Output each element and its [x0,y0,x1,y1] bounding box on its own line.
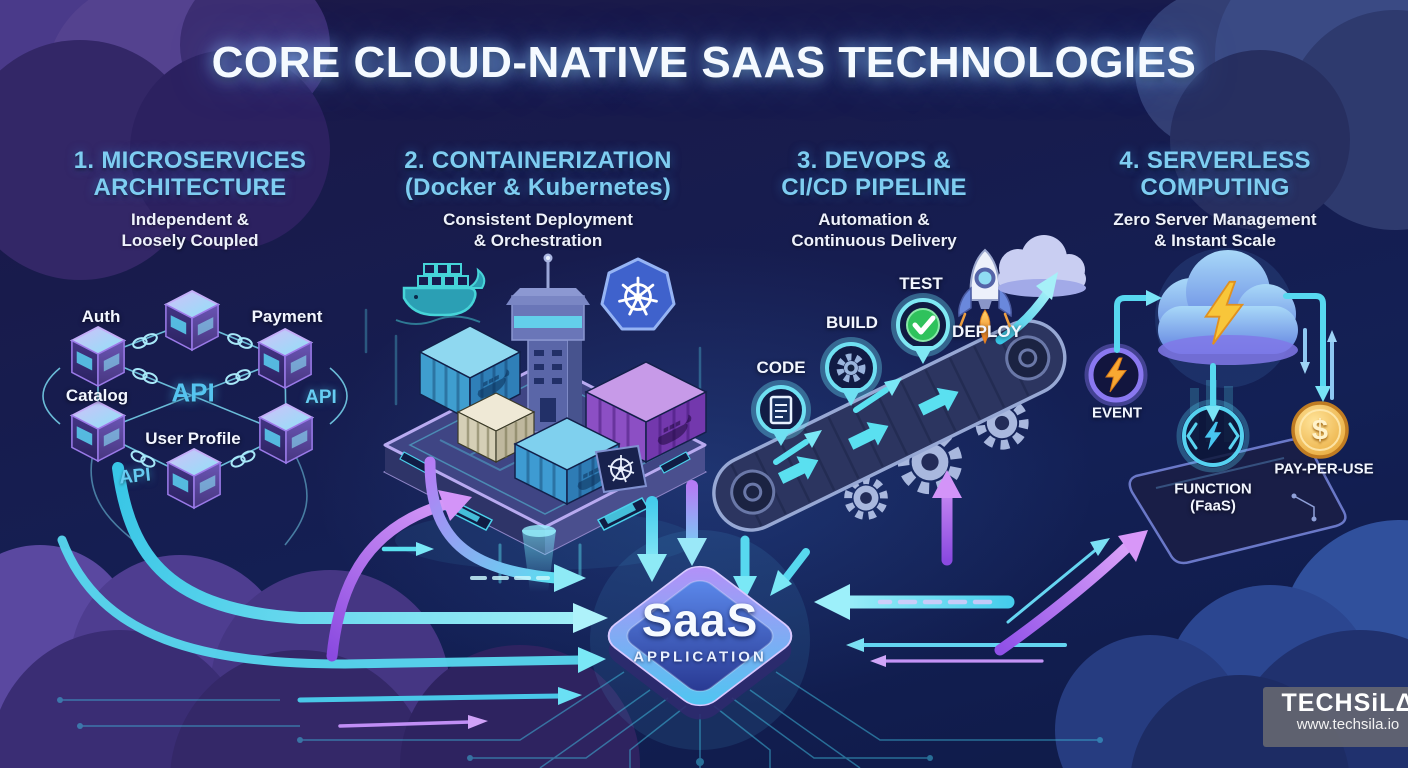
section-3-title-line2: CI/CD PIPELINE [781,173,967,201]
page-title: CORE CLOUD-NATIVE SAAS TECHNOLOGIES [211,38,1197,87]
conveyor-belt [712,319,1067,532]
serverless-cloud-icon [1158,250,1298,365]
section-2-header: 2. CONTAINERIZATION(Docker & Kubernetes)… [358,147,718,251]
code-stage-label: CODE [756,358,806,377]
shipping-container-blue-back [418,325,522,422]
section-2-subtitle-line1: Consistent Deployment [443,209,633,229]
section-3-subtitle-line2: Continuous Delivery [791,231,957,250]
decor-cloud-top-left [0,0,330,280]
section-1-title-line2: ARCHITECTURE [93,173,287,201]
section-4-subtitle-line1: Zero Server Management [1113,209,1317,229]
section-4-subtitle-line2: & Instant Scale [1154,231,1276,250]
event-label: EVENT [1091,404,1143,422]
section-2-subtitle-line2: & Orchestration [473,231,603,250]
brand-url: www.techsila.io [1296,716,1400,734]
flow-arrows [57,272,1337,729]
user-profile-service-label: User Profile [145,429,241,448]
microservices-graphic [42,290,348,553]
section-1-subtitle-line2: Loosely Coupled [121,231,259,250]
code-stage-pin [751,380,811,446]
api-bottom-label: API [118,464,152,489]
section-2-title-line2: (Docker & Kubernetes) [404,173,672,201]
test-stage-label: TEST [899,274,943,293]
section-1-title-line1: 1. MICROSERVICES [73,147,307,174]
docker-whale-icon [395,263,486,325]
pay-per-use-label: PAY-PER-USE [1274,460,1374,478]
function-label-line1: FUNCTION [1174,480,1252,498]
saas-diamond-shape [607,565,793,720]
build-gear-icon [836,353,866,383]
deploy-cloud-icon [998,235,1086,297]
saas-product-label: SaaS [641,594,759,646]
build-stage-label: BUILD [826,313,878,332]
function-label-line2: (FaaS) [1190,497,1236,515]
api-center-label: API [171,377,215,408]
section-4-title-line2: COMPUTING [1140,173,1290,201]
section-3-subtitle-line1: Automation & [818,209,930,229]
section-3-title-line1: 3. DEVOPS & [796,147,951,174]
section-4-title-line1: 4. SERVERLESS [1119,147,1311,174]
section-3-header: 3. DEVOPS &CI/CD PIPELINE Automation & Co… [694,147,1054,251]
event-trigger-icon [1084,343,1148,407]
circuit-traces [57,671,1103,768]
containerization-graphic [364,253,708,592]
saas-application-label: APPLICATION [633,648,767,666]
brand-logo-text: TECHSiLΔ [1281,689,1408,717]
kubernetes-icon [600,257,676,331]
test-check-icon [906,308,940,342]
kubernetes-panel-icon [594,444,648,494]
decor-cloud-top-right [1135,0,1408,230]
payment-service-label: Payment [251,307,323,326]
shipping-container-purple [584,361,708,464]
pipeline-graphic [712,235,1086,532]
deploy-stage-label: DEPLOY [952,322,1022,341]
test-stage-pin [891,293,955,364]
code-document-icon [769,395,793,425]
catalog-service-label: Catalog [65,386,129,405]
coin-icon [1291,401,1349,459]
section-1-subtitle-line1: Independent & [130,209,250,229]
shipping-container-white [456,392,536,463]
section-2-title-line1: 2. CONTAINERIZATION [404,147,672,174]
auth-service-label: Auth [81,307,121,326]
build-stage-pin [820,337,882,406]
brand-watermark: TECHSiLΔ www.techsila.io [1263,687,1408,747]
dollar-icon: $ [1311,414,1329,447]
api-right-label: API [305,387,337,408]
serverless-graphic [1084,250,1349,565]
